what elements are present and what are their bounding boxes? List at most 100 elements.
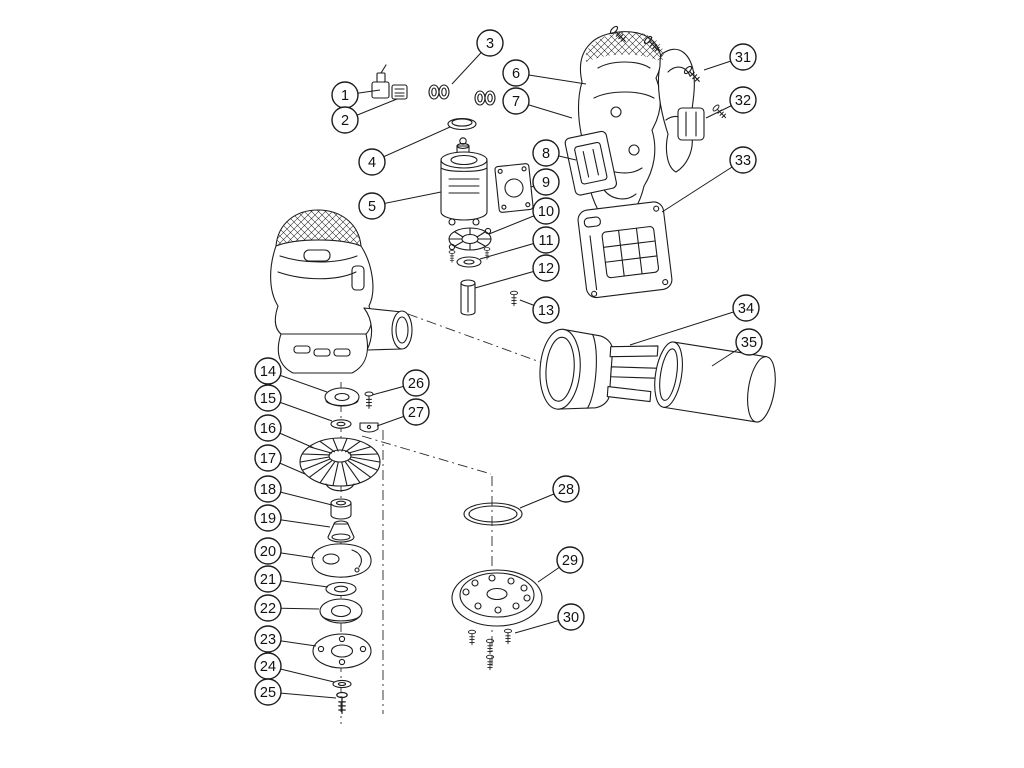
assembly-axis-lines <box>340 313 541 724</box>
part-battery-pack <box>577 201 673 299</box>
callout-27: 27 <box>402 398 430 426</box>
callout-number-18: 18 <box>260 482 276 498</box>
callout-number-2: 2 <box>341 113 349 129</box>
callout-circle-8 <box>532 139 560 167</box>
part-brush-plate <box>494 163 534 213</box>
part-bearing-14 <box>324 387 360 407</box>
callout-circle-23 <box>254 625 282 653</box>
part-housing-left-half <box>578 31 662 231</box>
callout-9: 9 <box>532 168 560 196</box>
callout-circle-10 <box>532 197 560 225</box>
callout-circle-27 <box>402 398 430 426</box>
screw-icon <box>336 691 348 715</box>
part-pad-screws <box>467 628 513 671</box>
callout-18: 18 <box>254 475 282 503</box>
callout-circle-12 <box>532 254 560 282</box>
part-fan <box>299 437 381 492</box>
callout-circle-9 <box>532 168 560 196</box>
callout-34: 34 <box>732 294 760 322</box>
callout-25: 25 <box>254 678 282 706</box>
callout-number-17: 17 <box>260 451 276 467</box>
callout-22: 22 <box>254 594 282 622</box>
callout-17: 17 <box>254 444 282 472</box>
screw-icon <box>467 629 477 646</box>
callout-11: 11 <box>532 226 560 254</box>
part-washer-24 <box>332 679 352 689</box>
callout-circle-31 <box>729 43 757 71</box>
part-screw-13 <box>509 290 519 307</box>
part-counterweight <box>311 543 372 578</box>
callout-circle-25 <box>254 678 282 706</box>
callout-7: 7 <box>502 87 530 115</box>
callout-circle-17 <box>254 444 282 472</box>
callout-number-4: 4 <box>368 155 376 171</box>
callout-circle-13 <box>532 296 560 324</box>
callout-number-28: 28 <box>558 482 574 498</box>
callout-28: 28 <box>552 475 580 503</box>
part-screw-25 <box>336 691 348 715</box>
part-spindle-pin <box>460 279 476 316</box>
callout-29: 29 <box>556 546 584 574</box>
callout-6: 6 <box>502 59 530 87</box>
callout-number-27: 27 <box>408 405 424 421</box>
callout-number-5: 5 <box>368 199 376 215</box>
callout-circle-21 <box>254 565 282 593</box>
callout-31: 31 <box>729 43 757 71</box>
callout-number-21: 21 <box>260 572 276 588</box>
callout-number-33: 33 <box>735 153 751 169</box>
callout-1: 1 <box>331 81 359 109</box>
callout-number-6: 6 <box>512 66 520 82</box>
callout-number-22: 22 <box>260 601 276 617</box>
callout-circle-30 <box>557 603 585 631</box>
part-flange-23 <box>312 633 372 669</box>
callout-number-20: 20 <box>260 544 276 560</box>
callout-number-12: 12 <box>538 261 554 277</box>
callout-35: 35 <box>735 328 763 356</box>
callout-circle-15 <box>254 384 282 412</box>
callout-leader-4 <box>371 126 451 163</box>
callout-circle-16 <box>254 414 282 442</box>
callout-circle-18 <box>254 475 282 503</box>
callout-circle-35 <box>735 328 763 356</box>
callout-circle-11 <box>532 226 560 254</box>
callout-circle-20 <box>254 537 282 565</box>
part-gasket-ring <box>447 117 477 131</box>
callout-number-9: 9 <box>542 175 550 191</box>
part-latch <box>677 103 729 141</box>
callout-circle-6 <box>502 59 530 87</box>
callout-number-10: 10 <box>538 204 554 220</box>
part-dust-adapter <box>539 328 665 410</box>
callout-number-34: 34 <box>738 301 754 317</box>
callout-14: 14 <box>254 357 282 385</box>
callout-leader-33 <box>661 159 744 213</box>
callout-number-35: 35 <box>741 335 757 351</box>
callout-circle-5 <box>358 192 386 220</box>
callout-circle-34 <box>732 294 760 322</box>
callout-circle-33 <box>729 146 757 174</box>
part-motor <box>440 137 488 226</box>
callout-2: 2 <box>331 106 359 134</box>
part-battery-mount <box>564 130 618 196</box>
part-clip-27 <box>359 422 379 433</box>
part-sanding-pad <box>451 569 543 627</box>
callout-23: 23 <box>254 625 282 653</box>
callout-number-8: 8 <box>542 146 550 162</box>
callout-3: 3 <box>476 29 504 57</box>
screw-icon <box>485 638 495 655</box>
screw-icon <box>364 391 374 409</box>
part-dust-tube <box>654 341 776 423</box>
callout-number-23: 23 <box>260 632 276 648</box>
callout-circle-2 <box>331 106 359 134</box>
callout-number-7: 7 <box>512 94 520 110</box>
callout-33: 33 <box>729 146 757 174</box>
callout-number-19: 19 <box>260 511 276 527</box>
callout-circle-26 <box>402 369 430 397</box>
callout-number-31: 31 <box>735 50 751 66</box>
callout-circle-19 <box>254 504 282 532</box>
part-switch <box>371 64 408 100</box>
part-oring <box>463 502 523 526</box>
callout-circle-22 <box>254 594 282 622</box>
callout-number-3: 3 <box>486 36 494 52</box>
callout-number-32: 32 <box>735 93 751 109</box>
